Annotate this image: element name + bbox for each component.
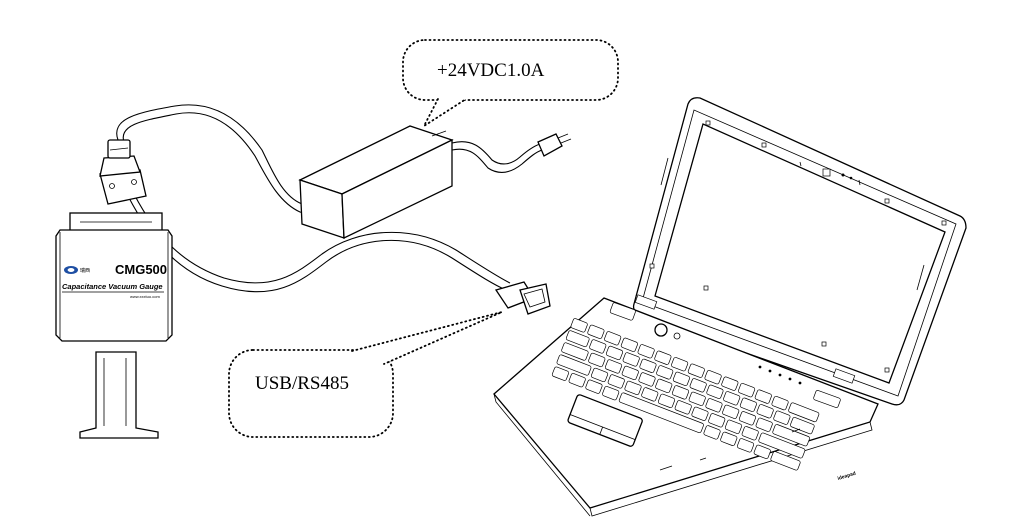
bezel-screws: [649, 120, 947, 373]
power-label: +24VDC1.0A: [437, 60, 545, 81]
touchpad: [567, 394, 643, 447]
gauge-description: Capacitance Vacuum Gauge: [62, 282, 163, 291]
power-callout-pointer: [421, 98, 467, 129]
laptop: ideapad: [493, 97, 967, 517]
interface-callout-pointer: [351, 311, 503, 365]
ac-plug: [537, 133, 572, 157]
adapter-side: [341, 138, 453, 240]
power-callout-bubble: [402, 39, 619, 101]
data-cable: [127, 193, 511, 293]
novo-button: [813, 390, 841, 408]
interface-callout: USB/RS485: [228, 311, 503, 438]
power-callout: +24VDC1.0A: [402, 39, 619, 129]
webcam-icon: [799, 161, 861, 186]
status-indicators: [758, 365, 802, 385]
gauge-model: CMG500: [115, 262, 167, 277]
gauge-url: www.xxxtuo.com: [130, 294, 160, 299]
power-button: [609, 302, 636, 321]
gauge-brand-mark: 瑞西: [80, 267, 90, 274]
power-adapter: [298, 125, 454, 240]
interface-callout-bubble: [228, 349, 394, 438]
keyboard: [551, 318, 820, 471]
vacuum-gauge: 瑞西 CMG500 Capacitance Vacuum Gauge www.x…: [55, 212, 173, 439]
volume-knob: [654, 323, 668, 337]
ac-cord: [451, 141, 543, 173]
gauge-body: [55, 229, 173, 342]
laptop-screen: [654, 123, 946, 384]
laptop-brand: ideapad: [837, 471, 857, 482]
gauge-stem: [79, 351, 159, 439]
gauge-logo-icon: [64, 266, 78, 274]
gauge-connector: [99, 139, 147, 205]
serial-plug: [494, 281, 551, 315]
interface-label: USB/RS485: [255, 373, 349, 394]
